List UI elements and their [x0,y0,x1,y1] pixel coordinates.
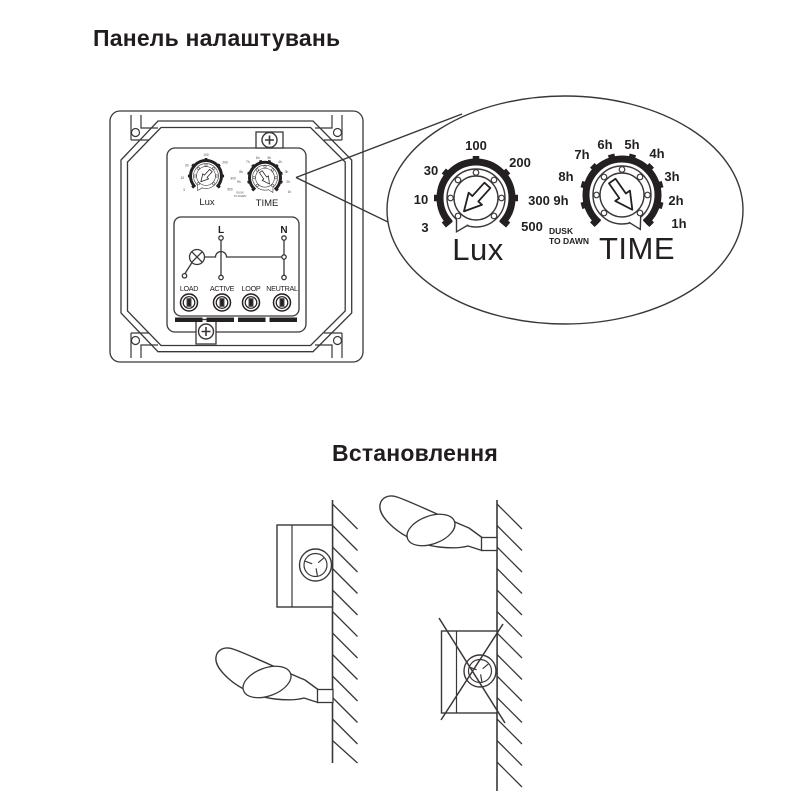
dial-scale-label: 9h [553,193,568,208]
corner-screw-tab [130,114,159,141]
dial-scale-label: 7h [246,160,250,164]
panel-octagon-outer [120,120,353,353]
dial-scale-label: 200 [509,155,531,170]
wall-right [496,500,523,791]
panel-outer-frame [109,110,364,363]
time-dial-title: TIME [599,231,675,266]
floodlight-lamp [379,495,498,553]
dial-scale-label: 10 [181,176,185,180]
dial-scale-label: 200 [222,161,228,165]
dusk-to-dawn-label: DUSK [549,226,574,236]
floodlight-lamp [215,647,334,705]
dial-scale-label: 9h [237,180,241,184]
dial-scale-label: 8h [558,169,573,184]
dial-scale-label: 1h [671,216,686,231]
lux-dial-title: Lux [452,232,503,267]
panel-time-knob [248,160,283,192]
settings-panel-device: 3 10 30 100 200 300 500 1h 2h 3h 4h 5h 6… [109,110,364,363]
sensor-unit-incorrect [438,617,506,724]
dial-scale-label: 30 [424,163,438,178]
installation-section-title: Встановлення [332,440,498,466]
dial-scale-label: 8h [239,170,243,174]
junction-node [281,254,287,260]
dusk-to-dawn-label: TO DAWN [549,236,589,246]
panel-lux-scale: 3 10 30 100 200 300 500 [181,153,236,192]
dial-scale-label: 5h [624,137,639,152]
panel-time-scale: 1h 2h 3h 4h 5h 6h 7h 8h 9h DUSK TO DAWN [234,156,292,198]
dial-scale-label: 6h [597,137,612,152]
terminal-slot-bars [175,317,297,322]
time-dial-scale: 1h 2h 3h 4h 5h 6h 7h 8h 9h DUSK TO DAWN [549,137,687,246]
dial-scale-label: 4h [649,146,664,161]
dial-scale-label: 1h [288,190,292,194]
dial-scale-label: 2h [668,193,683,208]
terminal-label: NEUTRAL [266,284,298,293]
dial-scale-label: 500 [227,188,233,192]
dial-scale-label: 10 [414,192,428,207]
sensor-unit-correct [276,524,334,608]
zoom-callout-ellipse [386,95,744,325]
wiring-box [173,216,300,317]
dial-scale-label: TO DAWN [234,194,247,198]
dial-scale-label: DUSK [236,191,244,195]
wall-hatching [496,503,523,788]
dial-scale-label: 300 [528,193,550,208]
callout-leader-lower [295,176,391,224]
prohibited-cross-icon [438,617,506,724]
dial-scale-label: 6h [256,156,260,160]
installation-diagram [215,495,523,791]
dial-scale-label: 300 [230,177,236,181]
terminal-label: ACTIVE [210,284,235,293]
lux-dial-scale: 3 10 30 100 200 300 500 [414,138,550,235]
dial-scale-label: 5h [268,156,272,160]
dial-scale-label: 30 [185,164,189,168]
time-dial [581,154,662,229]
dial-scale-label: 2h [286,180,290,184]
lamp-neutral-wire [204,250,282,258]
terminal-label: LOAD [180,284,198,293]
dial-scale-label: 3 [183,188,185,192]
panel-lux-label: Lux [199,197,215,208]
dial-scale-label: 500 [521,219,543,234]
terminal-labels: LOAD ACTIVE LOOP NEUTRAL [180,284,299,293]
live-label: L [218,225,224,236]
dial-scale-label: 100 [203,153,209,157]
dial-scale-label: 4h [278,160,282,164]
terminal-screw [272,293,292,312]
lamp-load-wire [184,262,193,274]
dial-scale-label: 3 [421,220,428,235]
wall-left [331,500,358,764]
callout-leader-upper [295,113,463,179]
wiring-diagram: L N LOAD ACTIVE LOOP N [173,216,300,317]
terminal-screw [241,293,261,312]
neutral-label: N [280,225,287,236]
terminal-screw [179,293,199,312]
dial-scale-label: 100 [465,138,487,153]
terminal-label: LOOP [242,284,261,293]
settings-section-title: Панель налаштувань [93,25,341,51]
dial-scale-label: 3h [664,169,679,184]
zoom-callout: 3 10 30 100 200 300 500 1h 2h 3h 4h 5h 6… [295,95,744,325]
wall-hatching [332,503,358,764]
panel-octagon-inner [126,126,346,347]
panel-face-plate [166,147,307,333]
lamp-icon [188,248,206,266]
terminal-screw [212,293,232,312]
phillips-screw-icon [261,131,278,149]
dial-scale-label: 7h [574,147,589,162]
dial-scale-label: 3h [285,170,289,174]
panel-time-label: TIME [256,198,279,209]
phillips-screw-icon [197,323,215,340]
